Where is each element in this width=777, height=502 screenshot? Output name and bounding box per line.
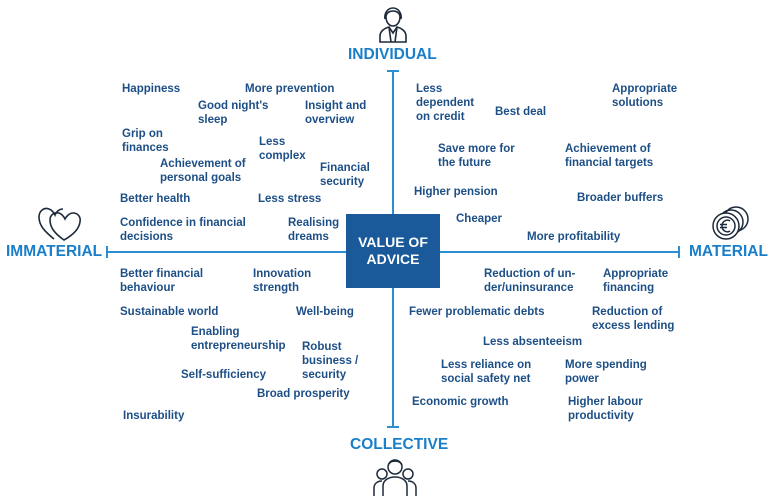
item-more-prevention: More prevention xyxy=(245,83,335,95)
item-fewer-problematic-debts: Fewer problematic debts xyxy=(409,306,545,318)
item-better-health: Better health xyxy=(120,193,191,205)
pole-individual: INDIVIDUAL xyxy=(348,46,437,63)
item-happiness: Happiness xyxy=(122,83,181,95)
item-achievement-financial-targets: Achievement of financial targets xyxy=(565,143,654,169)
item-financial-security: Financial security xyxy=(320,162,370,188)
person-icon xyxy=(379,7,407,43)
pole-material: MATERIAL xyxy=(689,243,768,260)
item-insight-and-overview: Insight and overview xyxy=(305,100,367,126)
item-save-more-for-future: Save more for the future xyxy=(438,143,515,169)
group-icon xyxy=(373,459,417,496)
item-robust-business-security: Robust business / security xyxy=(302,341,359,381)
item-innovation-strength: Innovation strength xyxy=(253,268,312,294)
item-less-complex: Less complex xyxy=(259,136,306,162)
item-good-nights-sleep: Good night's sleep xyxy=(198,100,269,126)
item-better-financial-behaviour: Better financial behaviour xyxy=(120,268,204,294)
hearts-icon xyxy=(38,207,81,241)
item-best-deal: Best deal xyxy=(495,106,547,118)
item-well-being: Well-being xyxy=(296,306,354,318)
item-sustainable-world: Sustainable world xyxy=(120,306,219,318)
item-more-profitability: More profitability xyxy=(527,231,621,243)
item-appropriate-solutions: Appropriate solutions xyxy=(612,83,678,109)
item-less-absenteeism: Less absenteeism xyxy=(483,336,583,348)
item-appropriate-financing: Appropriate financing xyxy=(603,268,669,294)
axis-cap-right xyxy=(678,246,680,258)
axis-cap-top xyxy=(387,70,399,72)
item-reduction-underinsurance: Reduction of un- der/uninsurance xyxy=(484,268,576,294)
item-confidence-financial-decisions: Confidence in financial decisions xyxy=(120,217,246,243)
item-self-sufficiency: Self-sufficiency xyxy=(181,369,266,381)
item-broader-buffers: Broader buffers xyxy=(577,192,664,204)
item-reduction-excess-lending: Reduction of excess lending xyxy=(592,306,675,332)
pole-collective: COLLECTIVE xyxy=(350,436,449,453)
item-broad-prosperity: Broad prosperity xyxy=(257,388,350,400)
center-label: VALUE OF ADVICE xyxy=(346,214,440,288)
axis-cap-bottom xyxy=(387,426,399,428)
item-insurability: Insurability xyxy=(123,410,185,422)
item-higher-pension: Higher pension xyxy=(414,186,498,198)
item-more-spending-power: More spending power xyxy=(565,359,647,385)
item-less-stress: Less stress xyxy=(258,193,322,205)
axis-cap-left xyxy=(106,246,108,258)
item-less-reliance-safety-net: Less reliance on social safety net xyxy=(441,359,532,385)
item-grip-on-finances: Grip on finances xyxy=(122,128,169,154)
item-realising-dreams: Realising dreams xyxy=(288,217,340,243)
item-enabling-entrepreneurship: Enabling entrepreneurship xyxy=(191,326,286,352)
item-cheaper: Cheaper xyxy=(456,213,503,225)
item-achievement-personal-goals: Achievement of personal goals xyxy=(160,158,246,184)
euro-coins-icon xyxy=(712,206,749,240)
item-less-dependent-on-credit: Less dependent on credit xyxy=(416,83,475,123)
center-label-text: VALUE OF ADVICE xyxy=(358,234,428,267)
item-economic-growth: Economic growth xyxy=(412,396,509,408)
item-higher-labour-productivity: Higher labour productivity xyxy=(568,396,643,422)
pole-immaterial: IMMATERIAL xyxy=(6,243,103,260)
